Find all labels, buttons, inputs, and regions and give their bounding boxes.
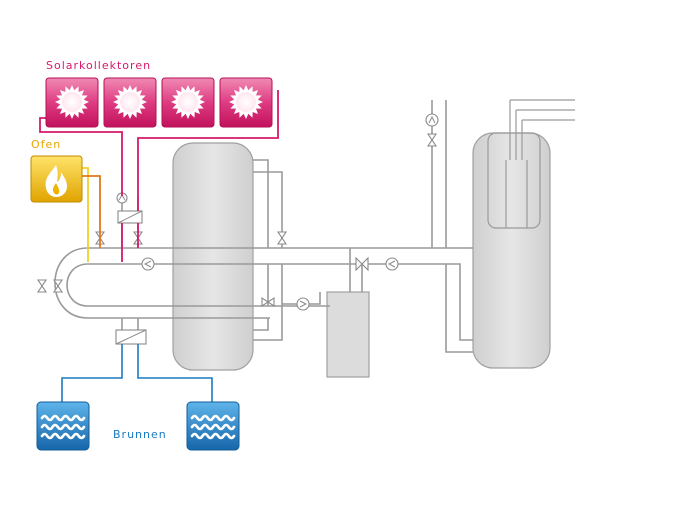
storage-tank-right: [472, 132, 551, 369]
waves-icon: [40, 414, 86, 440]
solar-collectors: [45, 77, 273, 128]
wells-label: Brunnen: [113, 428, 167, 441]
pumps: [116, 113, 439, 311]
solar-collector: [103, 77, 157, 128]
wells: [36, 401, 240, 451]
solar-heat-exchanger: [117, 210, 143, 224]
storage-tank-left: [172, 142, 254, 371]
oven-label: Ofen: [31, 138, 61, 151]
oven-pipes: [82, 167, 101, 262]
pipe-network: [54, 99, 575, 353]
solar-pipes: [39, 90, 279, 262]
solar-collector: [161, 77, 215, 128]
well: [186, 401, 240, 451]
well-heat-exchanger: [115, 329, 147, 345]
heat-exchanger-box: [326, 291, 370, 378]
flame-icon: [45, 165, 67, 197]
solar-collectors-label: Solarkollektoren: [46, 59, 151, 72]
solar-collector: [45, 77, 99, 128]
oven: [30, 155, 83, 203]
solar-collector: [219, 77, 273, 128]
waves-icon: [190, 414, 236, 440]
well-pipes: [61, 344, 213, 403]
well: [36, 401, 90, 451]
